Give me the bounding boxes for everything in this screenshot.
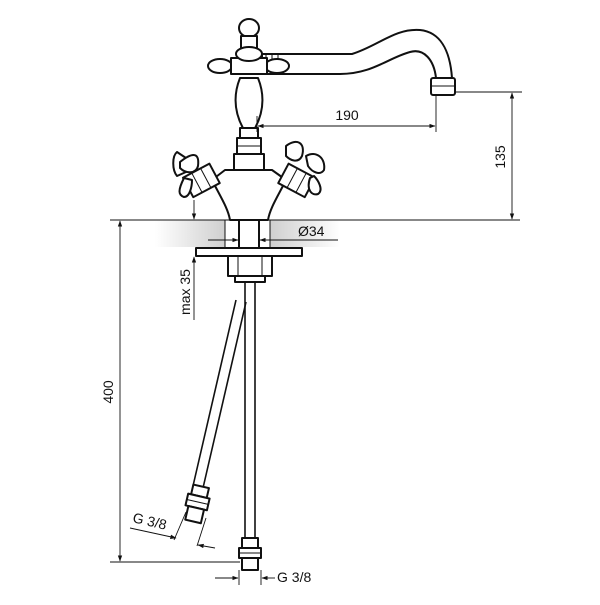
dimension-max-35-label: max 35 [177, 269, 193, 315]
dimension-g38-right: G 3/8 [215, 569, 311, 585]
dimension-diameter-34-label: Ø34 [298, 223, 325, 239]
right-connector [238, 537, 262, 571]
dimension-190-label: 190 [335, 107, 359, 123]
dimension-190: 190 [256, 96, 437, 132]
dimension-max-35: max 35 [177, 200, 197, 320]
right-valve-handle [277, 140, 326, 199]
angled-hose [192, 299, 247, 489]
dimension-400: 400 [100, 220, 240, 563]
swan-neck-spout [261, 28, 456, 96]
dimension-diameter-34: Ø34 [208, 223, 338, 243]
dimension-g38-left-label: G 3/8 [131, 509, 168, 532]
faucet-column [233, 77, 265, 171]
left-connector [184, 483, 211, 525]
mounting-assembly [195, 219, 303, 283]
dimension-g38-right-label: G 3/8 [277, 569, 311, 585]
top-cross-handle [207, 18, 290, 75]
dimension-135-label: 135 [492, 145, 508, 169]
mixer-body [211, 169, 287, 221]
dimension-400-label: 400 [100, 380, 116, 404]
left-valve-handle [172, 151, 221, 199]
dimension-g38-left: G 3/8 [129, 509, 216, 549]
countertop-deck [110, 219, 520, 247]
dimension-135: 135 [456, 91, 522, 220]
straight-hose [244, 282, 256, 538]
